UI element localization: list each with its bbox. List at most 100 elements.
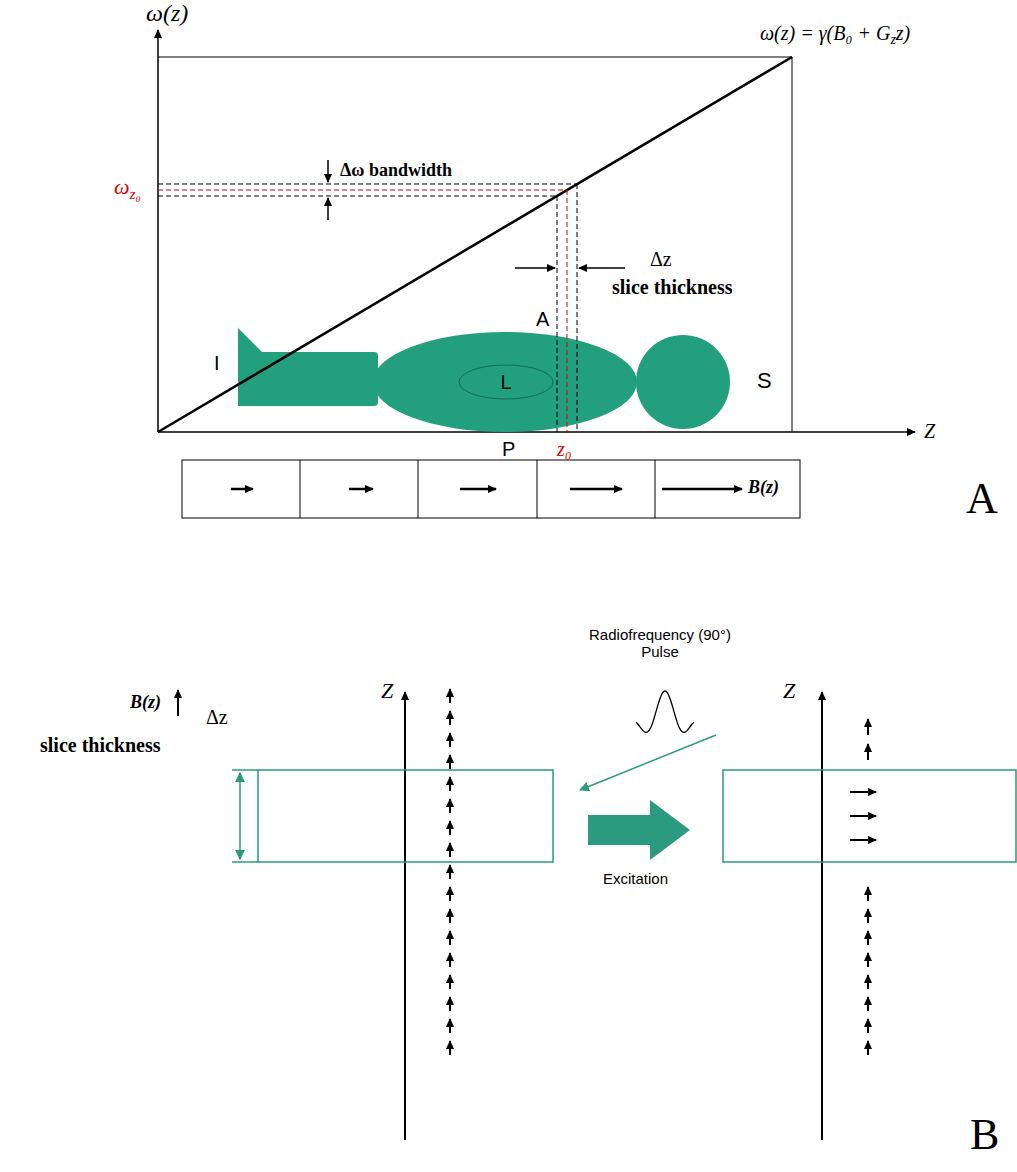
- label-group: S: [757, 368, 772, 393]
- spin-arrow: [867, 719, 869, 735]
- text-label: Δz: [650, 248, 672, 270]
- dashed-guide: [158, 184, 577, 185]
- label-group: Δω bandwidth: [340, 160, 452, 181]
- spin-arrow: [449, 953, 451, 967]
- text-label: B(z): [130, 692, 161, 712]
- label-group: z₀: [557, 438, 572, 461]
- spin-arrow: [867, 887, 869, 901]
- spin-arrow: [449, 909, 451, 923]
- text-label: z: [890, 32, 895, 47]
- x-axis: [158, 431, 915, 433]
- text-label: Excitation: [603, 870, 668, 887]
- label-group: ωz₀: [114, 174, 141, 202]
- spin-arrow: [449, 843, 451, 857]
- spin-arrow: [449, 755, 451, 769]
- strip-divider: [655, 460, 656, 518]
- spin-arrow: [850, 815, 876, 817]
- spin-arrow: [449, 975, 451, 989]
- label-group: A: [966, 474, 998, 525]
- spin-arrow: [867, 1041, 869, 1055]
- label-group: slice thickness: [612, 276, 733, 299]
- dashed-guide: [158, 196, 557, 197]
- rf-pulse: [636, 691, 694, 732]
- thickness-tick: [232, 769, 258, 771]
- spin-arrow: [867, 997, 869, 1011]
- spin-arrow: [449, 799, 451, 813]
- label-group: B: [970, 1110, 999, 1161]
- organ-ellipse: L: [458, 364, 554, 400]
- label-group: Radiofrequency (90°) Pulse: [570, 626, 750, 661]
- label-group: ω(z) = γ(B₀ + Gzz): [760, 22, 910, 48]
- label-group: I: [214, 352, 220, 375]
- label-group: ω(z): [146, 0, 188, 28]
- label-group: Δz: [206, 706, 228, 729]
- bandwidth-arrow: [327, 198, 329, 220]
- label-group: Z: [924, 420, 935, 443]
- field-arrow: [570, 488, 622, 491]
- thickness-tick: [232, 861, 258, 863]
- spin-arrow: [449, 931, 451, 945]
- body-trunk: [373, 332, 637, 432]
- text-label: ω(z) = γ(B₀ + G: [760, 22, 890, 44]
- label-group: Excitation: [603, 870, 668, 887]
- text-label: P: [502, 438, 515, 460]
- text-label: A: [966, 474, 998, 523]
- thickness-arrow: [579, 267, 625, 269]
- field-arrow: [349, 488, 373, 491]
- organ-label: L: [500, 371, 511, 394]
- rf-direction-arrow: [580, 735, 716, 790]
- spin-arrow: [449, 1041, 451, 1055]
- y-axis: [157, 30, 159, 432]
- text-label: z₀: [557, 438, 572, 460]
- text-label: Δω bandwidth: [340, 160, 452, 180]
- bandwidth-arrow: [327, 160, 329, 182]
- spin-arrow: [449, 865, 451, 879]
- label-group: Z: [783, 678, 795, 703]
- spin-arrow: [449, 887, 451, 901]
- field-arrow: [662, 488, 742, 491]
- spin-arrow: [850, 791, 876, 793]
- dashed-guide: [158, 190, 567, 191]
- body-head: [636, 335, 730, 429]
- spin-arrow: [867, 975, 869, 989]
- frequency-line: [158, 57, 792, 432]
- label-group: A: [536, 308, 549, 331]
- text-label: z₀: [130, 185, 141, 202]
- field-strip: [182, 460, 800, 518]
- text-label: A: [536, 308, 549, 330]
- organ-ellipse-shape: [459, 365, 553, 399]
- text-label: ω: [114, 174, 130, 199]
- strip-divider: [300, 460, 301, 518]
- text-label: Z: [381, 678, 393, 703]
- frame-line: [158, 57, 792, 58]
- label-group: B(z): [748, 477, 779, 498]
- label-group: slice thickness: [40, 734, 161, 757]
- field-arrow: [231, 488, 253, 491]
- thickness-arrow: [239, 773, 241, 859]
- text-label: B: [970, 1110, 999, 1159]
- text-label: I: [214, 352, 220, 374]
- spin-arrow: [449, 1019, 451, 1033]
- text-label: B(z): [748, 477, 779, 497]
- spin-arrow: [867, 909, 869, 923]
- body-feet: [238, 328, 262, 406]
- label-group: Δz: [650, 248, 672, 271]
- spin-arrow: [449, 997, 451, 1011]
- spin-arrow: [449, 711, 451, 725]
- spin-arrow: [867, 953, 869, 967]
- text-label: Z: [783, 678, 795, 703]
- label-group: B(z): [130, 692, 161, 713]
- text-label: ω(z): [146, 0, 188, 26]
- spin-arrow: [867, 1019, 869, 1033]
- text-label: slice thickness: [40, 734, 161, 756]
- frame-line: [792, 57, 793, 432]
- excitation-arrow: [588, 800, 690, 860]
- text-label: Radiofrequency (90°) Pulse: [589, 626, 731, 660]
- text-label: z): [896, 22, 910, 44]
- z-axis: [821, 692, 823, 1140]
- field-arrow: [460, 488, 496, 491]
- spin-arrow: [449, 689, 451, 703]
- dashed-guide: [577, 184, 578, 432]
- spin-arrow: [449, 821, 451, 835]
